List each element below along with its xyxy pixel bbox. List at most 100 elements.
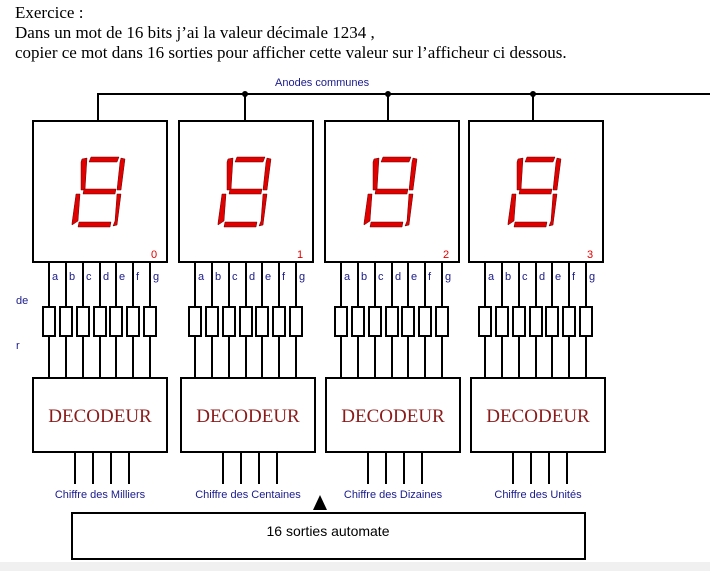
resistor [435, 306, 449, 337]
pin-label: d [249, 271, 255, 283]
segment-e [71, 193, 81, 226]
resistor [272, 306, 286, 337]
pin-label: f [136, 271, 140, 283]
decoder-box [325, 377, 461, 453]
decoder-box [180, 377, 316, 453]
decoder-input-label: Chiffre des Milliers [55, 489, 146, 501]
resistor [579, 306, 593, 337]
pin-label: e [119, 271, 125, 283]
display-index: 1 [297, 249, 303, 261]
pin-label: b [505, 271, 511, 283]
resistor [126, 306, 140, 337]
pin-label: a [488, 271, 495, 283]
pin-label: b [361, 271, 367, 283]
resistor [59, 306, 73, 337]
segment-e [363, 193, 373, 226]
display-index: 0 [151, 249, 157, 261]
bus-label: Anodes communes [275, 77, 370, 89]
pin-label: f [428, 271, 432, 283]
decoder-label: DECODEUR [196, 406, 300, 427]
resistor [545, 306, 559, 337]
segment-f [226, 157, 234, 191]
segment-a [524, 156, 556, 163]
decoder-label: DECODEUR [48, 406, 152, 427]
pin-label: e [265, 271, 271, 283]
resistor [143, 306, 157, 337]
exercise-title: Exercice : [15, 3, 84, 22]
pin-label: g [445, 271, 451, 283]
pin-label: a [344, 271, 351, 283]
decoder-input-label: Chiffre des Dizaines [344, 489, 443, 501]
segment-b [552, 157, 562, 191]
pin-label: c [86, 271, 92, 283]
segment-d [77, 221, 112, 228]
segment-e [217, 193, 227, 226]
resistor [401, 306, 415, 337]
resistor [76, 306, 90, 337]
side-label: de [16, 295, 28, 307]
pin-label: a [52, 271, 59, 283]
decoder-label: DECODEUR [486, 406, 590, 427]
segment-g [518, 188, 553, 195]
bottom-strip [0, 562, 710, 571]
segment-a [88, 156, 120, 163]
decoder-input-label: Chiffre des Unités [494, 489, 582, 501]
pin-label: g [153, 271, 159, 283]
resistor [255, 306, 269, 337]
segment-b [408, 157, 418, 191]
segment-g [374, 188, 409, 195]
segment-b [262, 157, 272, 191]
pin-label: d [539, 271, 545, 283]
segment-f [372, 157, 380, 191]
resistor [93, 306, 107, 337]
pin-label: c [378, 271, 384, 283]
resistor [289, 306, 303, 337]
plc-outputs-label: 16 sorties automate [267, 523, 390, 539]
segment-g [228, 188, 263, 195]
decoder-box [470, 377, 606, 453]
resistor [418, 306, 432, 337]
resistor [368, 306, 382, 337]
segment-a [380, 156, 412, 163]
segment-d [369, 221, 404, 228]
exercise-line-2: copier ce mot dans 16 sorties pour affic… [15, 43, 567, 62]
resistor [562, 306, 576, 337]
segment-c [112, 193, 122, 227]
exercise-line-1: Dans un mot de 16 bits j’ai la valeur dé… [15, 23, 375, 42]
display-index: 3 [587, 249, 593, 261]
pin-label: f [282, 271, 286, 283]
plc-outputs-box [71, 512, 586, 560]
resistor [42, 306, 56, 337]
resistor [334, 306, 348, 337]
decoder-input-label: Chiffre des Centaines [195, 489, 301, 501]
pin-label: b [215, 271, 221, 283]
pin-label: d [395, 271, 401, 283]
pin-label: c [522, 271, 528, 283]
arrow-up-icon [313, 495, 327, 510]
resistor [351, 306, 365, 337]
segment-b [116, 157, 126, 191]
segment-g [82, 188, 117, 195]
segment-e [507, 193, 517, 226]
segment-c [548, 193, 558, 227]
pin-label: a [198, 271, 205, 283]
pin-label: g [299, 271, 305, 283]
resistor [222, 306, 236, 337]
resistor [529, 306, 543, 337]
resistor [239, 306, 253, 337]
pin-label: e [555, 271, 561, 283]
decoder-label: DECODEUR [341, 406, 445, 427]
segment-d [513, 221, 548, 228]
segment-c [258, 193, 268, 227]
decoder-box [32, 377, 168, 453]
pin-label: b [69, 271, 75, 283]
resistor [385, 306, 399, 337]
resistor [495, 306, 509, 337]
resistor [478, 306, 492, 337]
segment-d [223, 221, 258, 228]
pin-label: f [572, 271, 576, 283]
segment-c [404, 193, 414, 227]
side-label: r [16, 340, 20, 352]
segment-f [80, 157, 88, 191]
